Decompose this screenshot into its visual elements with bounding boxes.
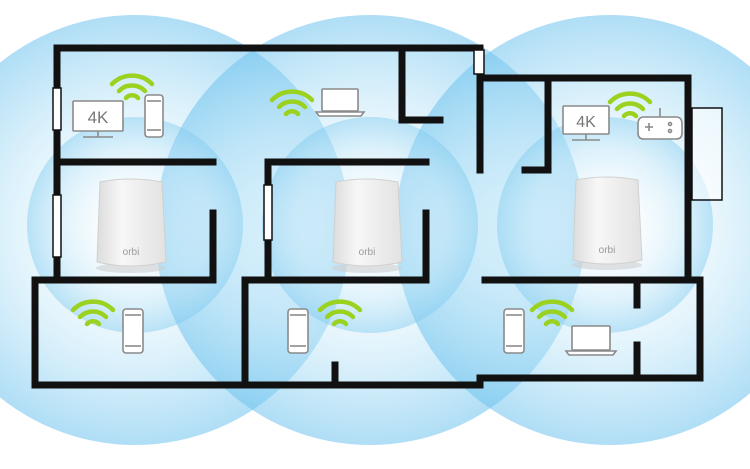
windows bbox=[52, 49, 723, 258]
router-label: orbi bbox=[359, 247, 376, 258]
tv-4k-icon: 4K bbox=[72, 100, 124, 138]
wifi-icon bbox=[269, 89, 315, 117]
tv-4k-icon: 4K bbox=[562, 105, 610, 141]
wifi-icon bbox=[317, 299, 363, 327]
gamepad-icon bbox=[637, 108, 683, 140]
window-mid bbox=[263, 184, 273, 241]
tv-label: 4K bbox=[88, 108, 109, 127]
window-top-right bbox=[473, 49, 485, 75]
laptop-icon bbox=[564, 325, 618, 356]
orbi-routers: orbi orbi orbi bbox=[96, 176, 643, 273]
router-label: orbi bbox=[599, 245, 616, 256]
wifi-icon bbox=[109, 73, 155, 101]
wifi-icon bbox=[607, 91, 653, 119]
phone-icon bbox=[144, 94, 164, 138]
tv-label: 4K bbox=[576, 114, 596, 131]
orbi-router: orbi bbox=[572, 176, 643, 270]
phone-icon bbox=[122, 308, 144, 354]
devices: 4K 4K bbox=[72, 88, 683, 356]
wifi-icon bbox=[529, 299, 575, 327]
orbi-router: orbi bbox=[96, 178, 167, 273]
window-right bbox=[691, 107, 723, 201]
orbi-router: orbi bbox=[332, 178, 403, 273]
window-left bbox=[52, 87, 62, 131]
laptop-icon bbox=[314, 88, 366, 117]
wifi-icons bbox=[70, 73, 653, 327]
phone-icon bbox=[503, 308, 525, 354]
wifi-icon bbox=[70, 299, 116, 327]
window-left-lower bbox=[52, 194, 62, 258]
router-label: orbi bbox=[123, 247, 140, 258]
phone-icon bbox=[287, 308, 309, 354]
